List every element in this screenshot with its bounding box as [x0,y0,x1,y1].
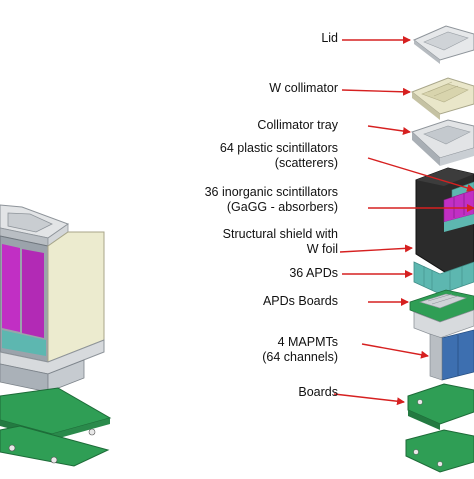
assembled-instrument [0,204,112,467]
arrow-w-collimator [341,87,411,96]
mapmt-part [429,329,474,381]
label-inorganic-scintillators: 36 inorganic scintillators (GaGG - absor… [205,185,338,215]
arrow-collimator-tray [367,125,411,135]
label-structural-shield: Structural shield with W foil [223,227,338,257]
shield-part [415,167,474,275]
arrow-structural-shield [339,244,413,253]
lid-part [413,25,474,64]
label-w-collimator: W collimator [269,81,338,95]
boards-part [405,383,474,473]
exploded-view [405,25,474,473]
arrow-boards [333,393,405,406]
arrow-plastic-scintillators [367,157,474,192]
label-lid: Lid [321,31,338,45]
collimator-tray-part [411,119,474,166]
annotation-arrows [333,36,474,406]
label-mapmt-line2: (64 channels) [262,350,338,364]
apds-part [413,261,474,295]
label-plastic-line2: (scatterers) [274,156,338,170]
arrow-mapmts [361,343,429,359]
label-inorganic-line1: 36 inorganic scintillators [204,185,338,199]
label-mapmt-line1: 4 MAPMTs [277,335,338,349]
label-plastic-line1: 64 plastic scintillators [219,141,338,155]
label-apds: 36 APDs [289,266,338,280]
label-collimator-tray: Collimator tray [257,118,338,132]
label-plastic-scintillators: 64 plastic scintillators (scatterers) [220,141,338,171]
apd-boards-part [409,289,474,339]
label-inorganic-line2: (GaGG - absorbers) [226,200,338,214]
label-shield-line2: W foil [306,242,338,256]
label-apd-boards: APDs Boards [262,294,338,308]
label-boards: Boards [298,385,338,399]
label-shield-line1: Structural shield with [222,227,338,241]
w-collimator-part [411,77,474,120]
label-mapmts: 4 MAPMTs (64 channels) [262,335,338,365]
